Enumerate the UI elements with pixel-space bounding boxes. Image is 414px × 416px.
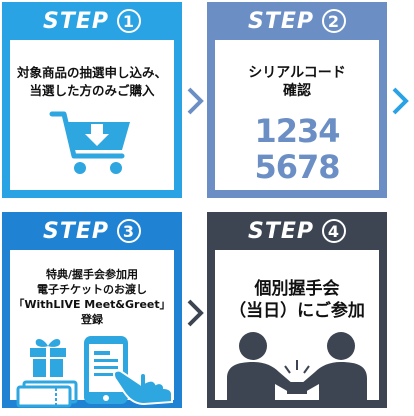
step1-header: STEP 1 <box>2 2 182 40</box>
smartphone-icon <box>84 336 128 404</box>
hand-pointer-icon <box>112 369 173 406</box>
step3-label: STEP <box>42 218 109 244</box>
step1-card: STEP 1 対象商品の抽選申し込み、 当選した方のみご購入 <box>2 2 182 198</box>
step1-body: 対象商品の抽選申し込み、 当選した方のみご購入 <box>10 40 174 190</box>
serial-digits-top: 1234 <box>254 112 340 150</box>
step3-header: STEP 3 <box>2 212 182 250</box>
step4-number: 4 <box>322 219 346 243</box>
step2-text-line2: 確認 <box>283 83 311 99</box>
step2-number: 2 <box>322 9 346 33</box>
step3-card: STEP 3 特典/握手会参加用 電子チケットのお渡し 「WithLIVE Me… <box>2 212 182 408</box>
step1-number: 1 <box>117 9 141 33</box>
step3-text-line3: 「WithLIVE Meet&Greet」 <box>13 298 171 311</box>
step3-body: 特典/握手会参加用 電子チケットのお渡し 「WithLIVE Meet&Gree… <box>10 250 174 408</box>
step4-body: 個別握手会 （当日）にご参加 <box>215 250 379 408</box>
step3-text-line2: 電子チケットのお渡し <box>37 283 147 296</box>
step2-text-line1: シリアルコード <box>248 65 346 81</box>
handshake-people-icon <box>227 332 367 408</box>
step2-body: シリアルコード 確認 1234 5678 <box>215 40 379 190</box>
step4-text-line2: （当日）にご参加 <box>229 301 365 321</box>
step4-header: STEP 4 <box>207 212 387 250</box>
step2-card: STEP 2 シリアルコード 確認 1234 5678 <box>207 2 387 198</box>
serial-digits-bottom: 5678 <box>254 148 340 186</box>
step4-label: STEP <box>247 218 314 244</box>
step2-header: STEP 2 <box>207 2 387 40</box>
shopping-cart-icon <box>49 111 130 174</box>
ticket-icon <box>16 380 78 408</box>
chevron-right-icon <box>392 87 409 115</box>
step4-text-line1: 個別握手会 <box>254 279 340 299</box>
step1-label: STEP <box>42 8 109 34</box>
step2-label: STEP <box>247 8 314 34</box>
step1-text-line1: 対象商品の抽選申し込み、 <box>16 65 167 80</box>
step4-card: STEP 4 個別握手会 （当日）にご参加 <box>207 212 387 408</box>
step1-text-line2: 当選した方のみご購入 <box>29 83 155 98</box>
chevron-right-icon <box>187 299 204 327</box>
gift-icon <box>30 339 66 377</box>
chevron-right-icon <box>187 87 204 115</box>
step3-number: 3 <box>117 219 141 243</box>
step3-text-line1: 特典/握手会参加用 <box>45 268 139 281</box>
step3-text-line4: 登録 <box>81 313 103 326</box>
